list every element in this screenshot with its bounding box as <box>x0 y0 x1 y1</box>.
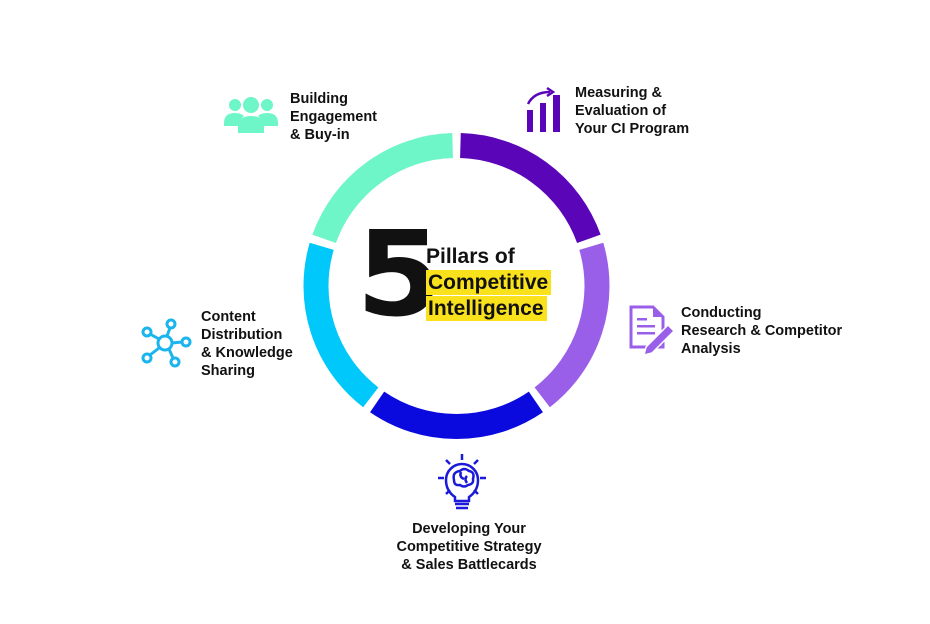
center-title-line2: Competitive <box>426 270 552 295</box>
ring-segment-content <box>303 242 379 408</box>
people-group-icon <box>224 97 278 133</box>
lightbulb-brain-icon <box>438 454 486 510</box>
network-hub-icon <box>141 318 192 368</box>
center-title-line1: Pillars of <box>426 245 515 268</box>
document-pencil-icon <box>629 305 676 355</box>
ring-segment-building <box>312 133 454 244</box>
ring-segment-conducting <box>534 242 610 408</box>
ring-segment-measuring <box>459 133 601 244</box>
bar-chart-growth-icon <box>526 86 560 132</box>
ring-segment-developing <box>370 391 543 439</box>
pillar-label-building: Building Engagement & Buy-in <box>290 91 378 143</box>
center-title-line3: Intelligence <box>426 296 547 321</box>
pillar-label-content: Content Distribution & Knowledge Sharing <box>201 309 293 379</box>
pillar-label-developing: Developing Your Competitive Strategy & S… <box>396 521 542 573</box>
pillar-label-conducting: Conducting Research & Competitor Analysi… <box>681 305 843 357</box>
center-title: Pillars of Competitive Intelligence <box>426 244 552 321</box>
pillar-label-measuring: Measuring & Evaluation of Your CI Progra… <box>575 85 690 137</box>
